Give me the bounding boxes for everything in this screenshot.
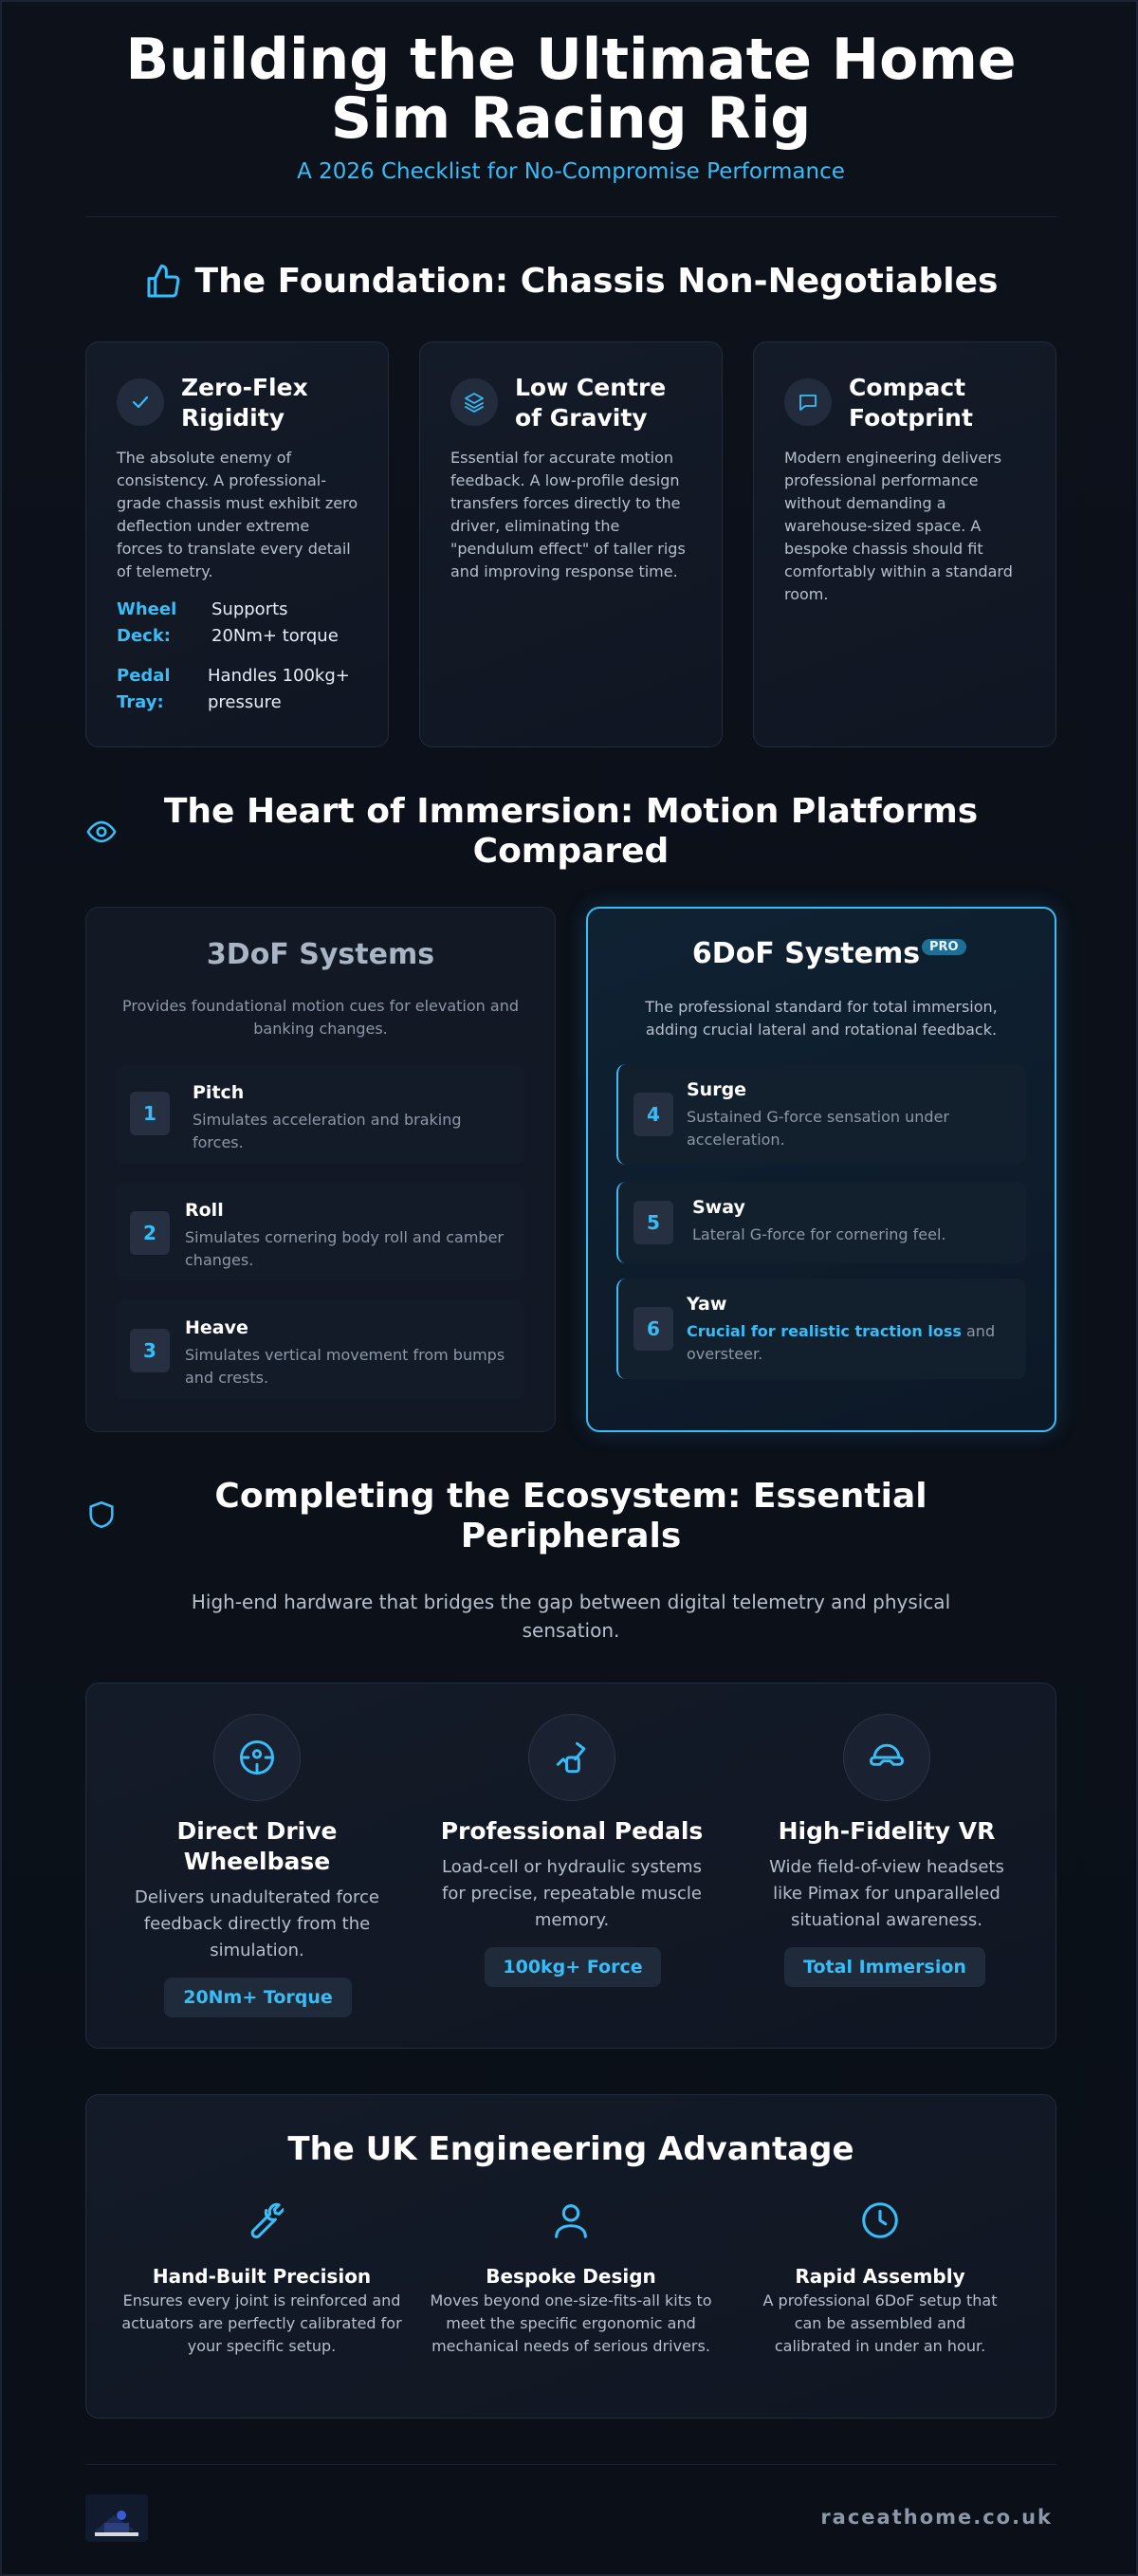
- axis-name: Heave: [185, 1317, 248, 1338]
- axis-name: Roll: [185, 1200, 224, 1221]
- axis-pitch: 1 Pitch Simulates acceleration and braki…: [115, 1065, 524, 1164]
- peripheral-pedals: Professional Pedals Load-cell or hydraul…: [430, 1684, 714, 2050]
- uk-item-title: Bespoke Design: [486, 2265, 656, 2288]
- axis-desc: Sustained G-force sensation under accele…: [687, 1108, 949, 1149]
- uk-item-rapid: Rapid Assembly A professional 6DoF setup…: [738, 2199, 1022, 2388]
- pro-badge: PRO: [922, 939, 966, 955]
- foundation-heading: The Foundation: Chassis Non-Negotiables: [97, 260, 1045, 304]
- peripheral-title: Direct Drive Wheelbase: [176, 1817, 338, 1875]
- axis-yaw: 6 Yaw Crucial for realistic traction los…: [616, 1279, 1026, 1379]
- card-body: Essential for accurate motion feedback. …: [450, 449, 686, 580]
- spec-chip: 20Nm+ Torque: [164, 1978, 352, 2017]
- motion-heading: The Heart of Immersion: Motion Platforms…: [163, 792, 979, 871]
- card-body: Modern engineering delivers professional…: [784, 449, 1013, 603]
- axis-number: 1: [130, 1092, 170, 1135]
- axis-heave: 3 Heave Simulates vertical movement from…: [115, 1300, 524, 1399]
- panel-6dof: 6DoF Systems PRO The professional standa…: [586, 907, 1056, 1432]
- axis-number: 6: [633, 1307, 673, 1351]
- panel-desc: The professional standard for total imme…: [645, 998, 998, 1039]
- card-title: Compact Footprint: [849, 374, 973, 432]
- peripheral-desc: Wide field-of-view headsets like Pimax f…: [769, 1857, 1004, 1930]
- panel-desc: Provides foundational motion cues for el…: [121, 997, 519, 1038]
- spec-chip: 100kg+ Force: [485, 1947, 661, 1987]
- site-domain[interactable]: raceathome.co.uk: [820, 2506, 1053, 2529]
- axis-desc: Lateral G-force for cornering feel.: [692, 1225, 946, 1243]
- spec-chip: Total Immersion: [784, 1947, 985, 1987]
- uk-item-hand-built: Hand-Built Precision Ensures every joint…: [119, 2199, 404, 2388]
- panel-title: 6DoF Systems: [691, 937, 921, 970]
- shield-icon: [89, 1500, 114, 1529]
- peripheral-wheelbase: Direct Drive Wheelbase Delivers unadulte…: [115, 1684, 399, 2050]
- axis-surge: 4 Surge Sustained G-force sensation unde…: [616, 1064, 1026, 1165]
- axis-name: Yaw: [687, 1294, 727, 1315]
- axis-number: 5: [633, 1201, 673, 1244]
- check-icon: [117, 378, 164, 426]
- thumbs-up-icon: [147, 264, 179, 298]
- vr-headset-icon: [843, 1714, 930, 1801]
- uk-item-desc: Moves beyond one-size-fits-all kits to m…: [430, 2291, 712, 2355]
- axis-number: 2: [130, 1211, 170, 1255]
- chat-bubble-icon: [784, 378, 832, 426]
- card-body: The absolute enemy of consistency. A pro…: [117, 449, 358, 580]
- steering-wheel-icon: [213, 1714, 301, 1801]
- panel-title: 3DoF Systems: [206, 938, 435, 971]
- rig-thumbnail-image: [85, 2494, 148, 2542]
- uk-item-desc: A professional 6DoF setup that can be as…: [762, 2291, 998, 2355]
- card-title: Low Centre of Gravity: [515, 374, 667, 432]
- axis-desc: Crucial for realistic traction loss and …: [687, 1322, 996, 1363]
- peripheral-desc: Load-cell or hydraulic systems for preci…: [442, 1857, 702, 1930]
- uk-item-desc: Ensures every joint is reinforced and ac…: [121, 2291, 402, 2355]
- card-title: Zero-Flex Rigidity: [181, 374, 308, 432]
- layers-icon: [450, 378, 498, 426]
- page-title: Building the Ultimate Home Sim Racing Ri…: [125, 27, 1017, 152]
- uk-advantage-panel: [85, 2094, 1056, 2419]
- ecosystem-subtitle: High-end hardware that bridges the gap b…: [191, 1591, 951, 1642]
- wrench-icon: [250, 2202, 284, 2238]
- axis-desc: Simulates vertical movement from bumps a…: [185, 1346, 505, 1387]
- divider: [85, 216, 1056, 217]
- axis-desc: Simulates cornering body roll and camber…: [185, 1228, 504, 1269]
- axis-name: Surge: [687, 1079, 747, 1100]
- axis-number: 4: [633, 1093, 673, 1136]
- peripheral-desc: Delivers unadulterated force feedback di…: [134, 1887, 379, 1960]
- axis-number: 3: [130, 1329, 170, 1372]
- uk-item-title: Hand-Built Precision: [152, 2265, 372, 2288]
- eye-icon: [86, 820, 117, 843]
- uk-item-title: Rapid Assembly: [795, 2265, 965, 2288]
- divider: [85, 2464, 1056, 2465]
- foundation-card-footprint: Compact Footprint Modern engineering del…: [753, 341, 1056, 747]
- foundation-card-rigidity: Zero-Flex Rigidity The absolute enemy of…: [85, 341, 389, 747]
- peripheral-vr: High-Fidelity VR Wide field-of-view head…: [744, 1684, 1029, 2050]
- foundation-card-gravity: Low Centre of Gravity Essential for accu…: [419, 341, 723, 747]
- axis-name: Pitch: [193, 1082, 245, 1103]
- peripheral-title: Professional Pedals: [440, 1817, 704, 1845]
- axis-name: Sway: [692, 1197, 745, 1218]
- pedal-icon: [528, 1714, 615, 1801]
- uk-heading: The UK Engineering Advantage: [287, 2130, 854, 2168]
- axis-desc: Simulates acceleration and braking force…: [193, 1111, 462, 1151]
- peripherals-panel: Direct Drive Wheelbase Delivers unadulte…: [85, 1683, 1056, 2049]
- page-subtitle: A 2026 Checklist for No-Compromise Perfo…: [297, 159, 845, 184]
- uk-item-bespoke: Bespoke Design Moves beyond one-size-fit…: [429, 2199, 713, 2388]
- panel-3dof: 3DoF Systems Provides foundational motio…: [85, 907, 556, 1432]
- clock-icon: [862, 2202, 898, 2238]
- user-icon: [555, 2204, 587, 2238]
- axis-roll: 2 Roll Simulates cornering body roll and…: [115, 1183, 524, 1281]
- ecosystem-heading: Completing the Ecosystem: Essential Peri…: [214, 1477, 927, 1555]
- axis-sway: 5 Sway Lateral G-force for cornering fee…: [616, 1182, 1026, 1263]
- peripheral-title: High-Fidelity VR: [778, 1817, 996, 1845]
